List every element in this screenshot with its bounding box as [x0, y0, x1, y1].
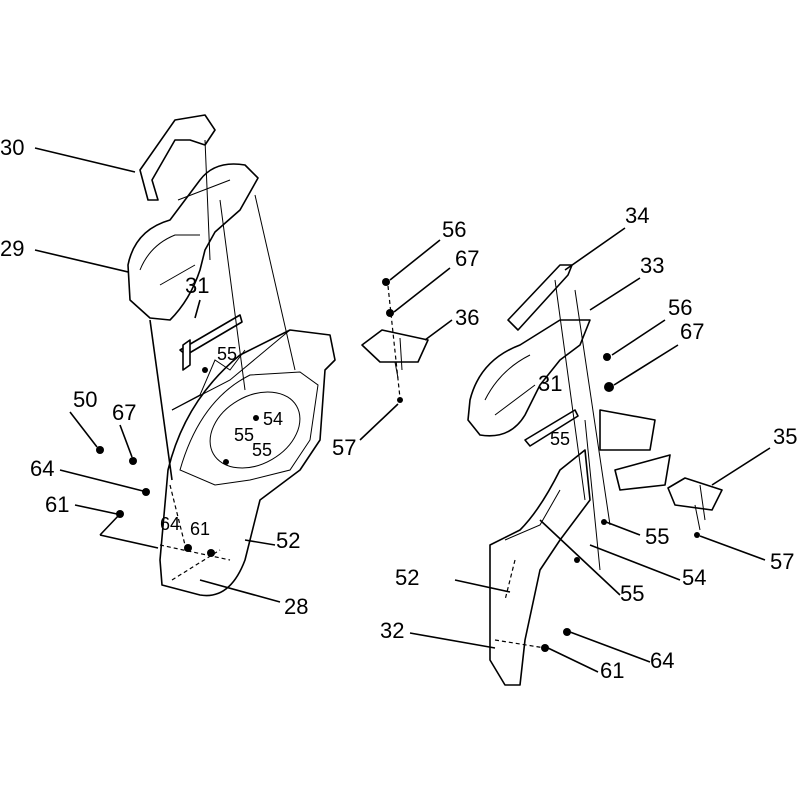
- label-30: 30: [0, 135, 24, 160]
- right-assembly: [409, 227, 771, 686]
- label-61: 61: [190, 519, 210, 539]
- label-67: 67: [112, 400, 136, 425]
- label-55: 55: [645, 524, 669, 549]
- label-50: 50: [73, 387, 97, 412]
- label-32: 32: [380, 618, 404, 643]
- label-54: 54: [263, 409, 283, 429]
- part-33-handle-housing: [467, 319, 591, 437]
- part-30-handle: [139, 114, 216, 201]
- part-31-right-bracket: [524, 409, 579, 447]
- label-33: 33: [640, 253, 664, 278]
- label-64: 64: [30, 456, 54, 481]
- label-55: 55: [217, 344, 237, 364]
- label-29: 29: [0, 236, 24, 261]
- label-64: 64: [160, 514, 180, 534]
- label-67: 67: [680, 319, 704, 344]
- callout-labels: 30 29 31 55 54 55 55 50 67 64 61 64 61 5…: [0, 135, 797, 683]
- label-67: 67: [455, 246, 479, 271]
- label-57: 57: [332, 435, 356, 460]
- label-52: 52: [395, 565, 419, 590]
- left-assembly: [34, 114, 336, 603]
- part-32-housing: [489, 449, 591, 686]
- label-54: 54: [682, 565, 706, 590]
- label-34: 34: [625, 203, 649, 228]
- label-55: 55: [252, 440, 272, 460]
- label-31: 31: [538, 371, 562, 396]
- label-55: 55: [234, 425, 254, 445]
- label-35: 35: [773, 424, 797, 449]
- part-29-handle-housing: [127, 163, 259, 321]
- label-57: 57: [770, 549, 794, 574]
- label-28: 28: [284, 594, 308, 619]
- label-56: 56: [442, 217, 466, 242]
- label-55: 55: [550, 429, 570, 449]
- part-34-handle: [507, 264, 573, 331]
- label-55: 55: [620, 581, 644, 606]
- label-52: 52: [276, 528, 300, 553]
- label-61: 61: [600, 658, 624, 683]
- label-61: 61: [45, 492, 69, 517]
- part-28-housing: [159, 329, 336, 597]
- label-56: 56: [668, 295, 692, 320]
- label-36: 36: [455, 305, 479, 330]
- label-64: 64: [650, 648, 674, 673]
- part-36-bracket: [359, 239, 453, 441]
- label-31: 31: [185, 273, 209, 298]
- part-35-bracket: [667, 477, 723, 511]
